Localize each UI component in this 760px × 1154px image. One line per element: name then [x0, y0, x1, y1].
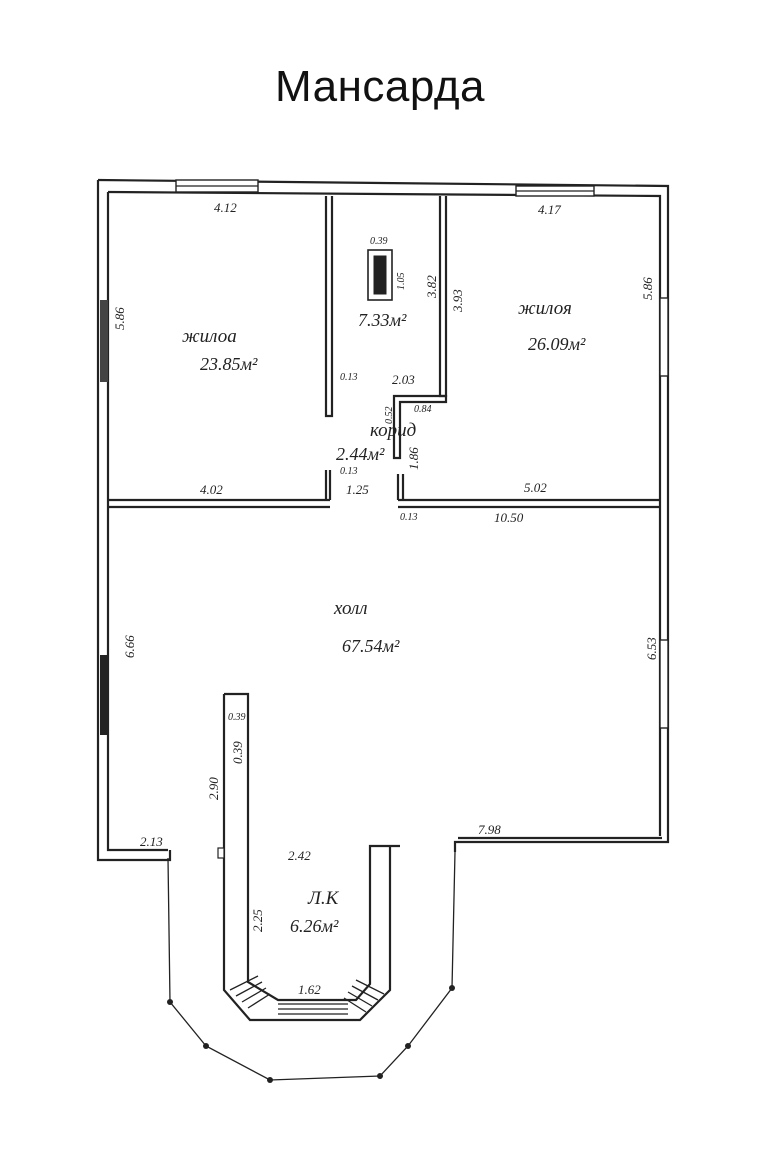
dim-wall-c: 0.13	[400, 512, 418, 523]
dim-left-room-width: 4.02	[200, 482, 223, 497]
interior-walls	[108, 196, 660, 509]
dim-top-left: 4.12	[214, 200, 237, 215]
stair-steps-bottom	[278, 1003, 348, 1015]
dim-storage-depth-a: 3.82	[424, 275, 439, 299]
dim-corridor-top: 2.03	[392, 372, 415, 387]
dim-corridor-step-a: 0.84	[414, 404, 432, 415]
dim-wall-a: 0.13	[340, 372, 358, 383]
dim-stair-depth: 2.25	[250, 909, 265, 932]
dim-niche-width: 0.39	[370, 236, 388, 247]
dim-partition-width-b: 0.39	[230, 741, 245, 764]
room-area-living-left: 23.85м²	[200, 354, 258, 374]
windows	[100, 179, 669, 735]
dim-wall-b: 0.13	[340, 466, 358, 477]
dim-corridor-step-b: 0.52	[384, 407, 395, 425]
stair-partition	[217, 692, 400, 1022]
dim-bay-window: 1.62	[298, 982, 321, 997]
room-name-living-left: жилоа	[182, 326, 237, 347]
room-area-storage: 7.33м²	[358, 310, 407, 330]
room-name-corridor: корид	[370, 420, 416, 441]
dim-hall-left-height: 6.66	[122, 635, 137, 658]
dim-hall-width: 10.50	[494, 510, 524, 525]
bay-outline	[167, 851, 456, 1083]
page-title: Мансарда	[275, 62, 485, 111]
dim-corridor-width: 1.25	[346, 482, 369, 497]
room-name-hall: холл	[333, 598, 368, 619]
dim-bottom-right: 7.98	[478, 822, 501, 837]
dim-bottom-left: 2.13	[140, 834, 163, 849]
dim-left-room-height: 5.86	[112, 307, 127, 330]
dim-right-room-height: 5.86	[640, 277, 655, 300]
room-area-stair: 6.26м²	[290, 916, 339, 936]
stair-steps-left	[229, 975, 271, 1009]
dim-partition-width: 0.39	[228, 712, 246, 723]
dim-storage-depth-b: 3.93	[450, 289, 465, 313]
room-name-stair: Л.К	[307, 888, 340, 909]
stair-steps-right	[343, 979, 385, 1013]
room-area-corridor: 2.44м²	[336, 444, 385, 464]
room-area-hall: 67.54м²	[342, 636, 400, 656]
dim-top-right: 4.17	[538, 202, 561, 217]
dim-partition-length: 2.90	[206, 777, 221, 800]
room-area-living-right: 26.09м²	[528, 334, 586, 354]
dim-right-room-width: 5.02	[524, 480, 547, 495]
dim-stair-width: 2.42	[288, 848, 311, 863]
dim-hall-right-height: 6.53	[644, 637, 659, 660]
exterior-walls	[96, 178, 670, 862]
room-name-living-right: жилоя	[518, 298, 572, 319]
dim-corridor-height: 1.86	[406, 447, 421, 470]
dim-niche-depth: 1.05	[396, 273, 407, 291]
